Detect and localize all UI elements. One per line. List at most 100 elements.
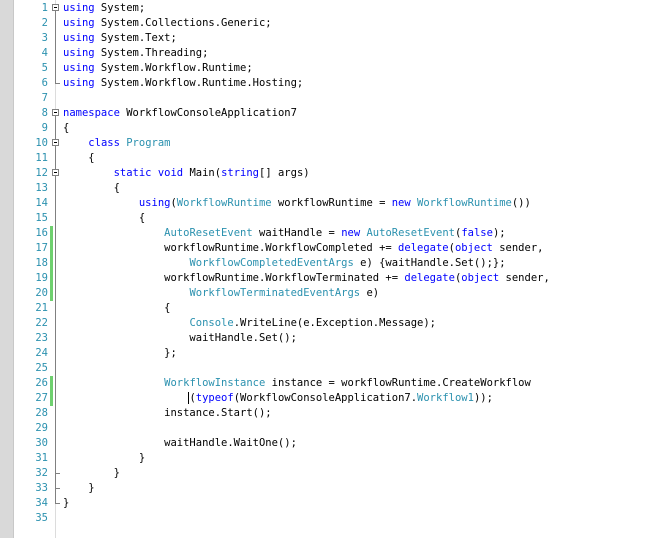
code-text[interactable]: } [63,451,145,466]
line-number: 23 [35,332,48,344]
code-text[interactable]: } [63,496,69,511]
collapse-toggle-icon[interactable] [52,109,59,116]
code-token: System; [94,2,146,14]
code-text[interactable]: static void Main(string[] args) [63,166,310,181]
collapse-toggle-icon[interactable] [52,4,59,11]
code-line[interactable]: 17 workflowRuntime.WorkflowCompleted += … [0,241,647,256]
code-token: instance = workflowRuntime.CreateWorkflo… [265,377,531,389]
code-token: } [63,497,70,509]
code-line[interactable]: 25 [0,361,647,376]
code-line[interactable]: 13 { [0,181,647,196]
collapse-toggle-icon[interactable] [52,139,59,146]
fold-end-marker [55,473,60,474]
line-number: 34 [35,497,48,509]
code-token: e) {waitHandle.Set();}; [353,257,506,269]
code-text[interactable]: using System.Workflow.Runtime.Hosting; [63,76,303,91]
code-token: ()) [511,197,531,209]
code-text[interactable]: WorkflowInstance instance = workflowRunt… [63,376,531,391]
code-line[interactable]: 12 static void Main(string[] args) [0,166,647,181]
code-token: ); [492,227,506,239]
code-line[interactable]: 26 WorkflowInstance instance = workflowR… [0,376,647,391]
code-text[interactable]: using System; [63,1,145,16]
code-line[interactable]: 23 waitHandle.Set(); [0,331,647,346]
type-token: Workflow1 [417,392,474,404]
code-text[interactable]: WorkflowTerminatedEventArgs e) [63,286,379,301]
code-line[interactable]: 10 class Program [0,136,647,151]
line-number: 19 [35,272,48,284]
code-token: ( [454,272,462,284]
code-line[interactable]: 29 [0,421,647,436]
collapse-toggle-icon[interactable] [52,169,59,176]
code-text[interactable]: }; [63,346,177,361]
code-text[interactable]: { [63,301,170,316]
code-text[interactable]: workflowRuntime.WorkflowCompleted += del… [63,241,543,256]
code-text[interactable]: using(WorkflowRuntime workflowRuntime = … [63,196,531,211]
code-line[interactable]: 7 [0,91,647,106]
code-text[interactable]: namespace WorkflowConsoleApplication7 [63,106,297,121]
keyword-token: delegate [404,272,455,284]
code-text[interactable]: { [63,151,94,166]
code-line[interactable]: 20 WorkflowTerminatedEventArgs e) [0,286,647,301]
code-line[interactable]: 11 { [0,151,647,166]
code-text[interactable]: class Program [63,136,171,151]
type-token: Program [126,137,171,149]
change-marker [50,286,53,301]
code-line[interactable]: 28 instance.Start(); [0,406,647,421]
line-number: 2 [41,17,48,29]
code-text[interactable]: } [63,481,94,496]
code-line[interactable]: 2 using System.Collections.Generic; [0,16,647,31]
code-text[interactable]: using System.Text; [63,31,177,46]
code-text[interactable]: waitHandle.Set(); [63,331,296,346]
code-text[interactable]: (typeof(WorkflowConsoleApplication7.Work… [63,391,493,406]
code-line[interactable]: 15 { [0,211,647,226]
line-number: 3 [41,32,48,44]
code-text[interactable]: workflowRuntime.WorkflowTerminated += de… [63,271,550,286]
code-text[interactable]: } [63,466,120,481]
code-line[interactable]: 14 using(WorkflowRuntime workflowRuntime… [0,196,647,211]
code-text[interactable]: using System.Collections.Generic; [63,16,272,31]
code-line[interactable]: 19 workflowRuntime.WorkflowTerminated +=… [0,271,647,286]
code-text[interactable]: using System.Workflow.Runtime; [63,61,253,76]
change-marker [50,256,53,271]
line-number: 7 [41,92,48,104]
code-line[interactable]: 34} [0,496,647,511]
code-text[interactable]: instance.Start(); [63,406,271,421]
code-line[interactable]: 18 WorkflowCompletedEventArgs e) {waitHa… [0,256,647,271]
keyword-token: object [461,272,500,284]
code-line[interactable]: 21 { [0,301,647,316]
code-text[interactable]: WorkflowCompletedEventArgs e) {waitHandl… [63,256,506,271]
type-token: AutoResetEvent [164,227,253,239]
code-line[interactable]: 24 }; [0,346,647,361]
code-text[interactable]: { [63,211,145,226]
code-token: System.Collections.Generic; [94,17,272,29]
code-line[interactable]: 3 using System.Text; [0,31,647,46]
line-number: 29 [35,422,48,434]
code-token: (WorkflowConsoleApplication7. [233,392,418,404]
code-line[interactable]: 30 waitHandle.WaitOne(); [0,436,647,451]
code-text[interactable]: { [63,181,120,196]
code-line[interactable]: 16 AutoResetEvent waitHandle = new AutoR… [0,226,647,241]
code-line[interactable]: 33 } [0,481,647,496]
code-line[interactable]: 35 [0,511,647,526]
code-text[interactable]: waitHandle.WaitOne(); [63,436,297,451]
code-line[interactable]: 31 } [0,451,647,466]
code-token: } [63,467,120,479]
code-line[interactable]: 9{ [0,121,647,136]
code-text[interactable]: AutoResetEvent waitHandle = new AutoRese… [63,226,506,241]
line-number: 9 [41,122,48,134]
code-token: { [63,212,146,224]
code-text[interactable]: { [63,121,69,136]
code-token: ( [170,197,177,209]
code-token: workflowRuntime = [271,197,392,209]
code-text[interactable]: Console.WriteLine(e.Exception.Message); [63,316,436,331]
code-line[interactable]: 32 } [0,466,647,481]
code-text[interactable]: using System.Threading; [63,46,208,61]
code-line[interactable]: 22 Console.WriteLine(e.Exception.Message… [0,316,647,331]
code-line[interactable]: 27 (typeof(WorkflowConsoleApplication7.W… [0,391,647,406]
